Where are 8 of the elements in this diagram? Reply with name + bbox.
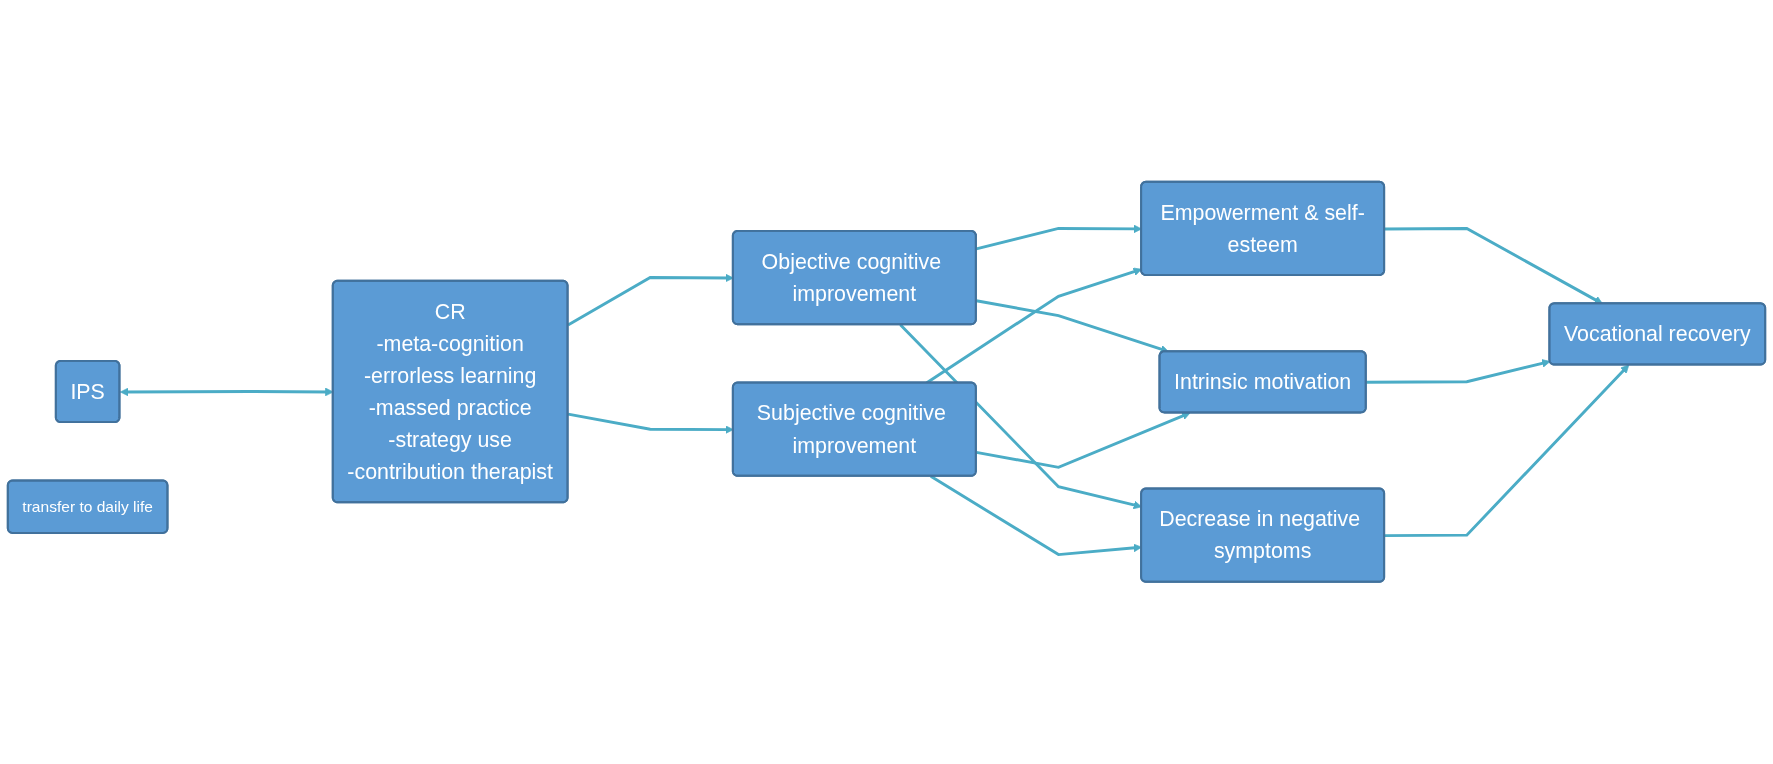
arrow [930, 475, 1142, 557]
arrow [1384, 227, 1603, 305]
arrow [1366, 359, 1551, 384]
arrow [976, 224, 1142, 251]
arrow [976, 412, 1191, 470]
arrow [1384, 364, 1630, 538]
arrow [976, 299, 1169, 354]
arrow [899, 323, 1142, 510]
